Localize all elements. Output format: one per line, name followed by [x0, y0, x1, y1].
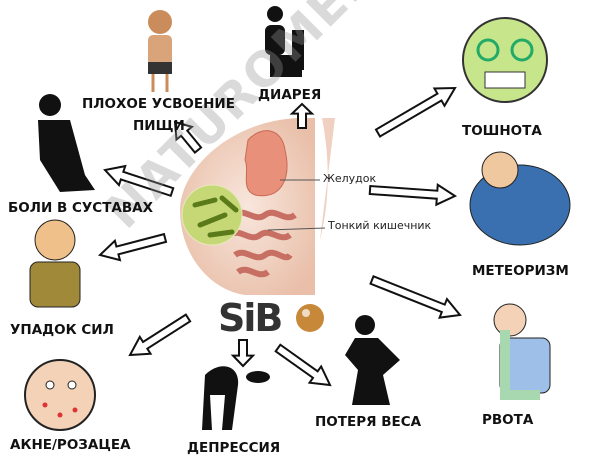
label-diarrhea: ДИАРЕЯ	[258, 87, 322, 103]
arrow	[173, 120, 203, 154]
arrow	[368, 182, 458, 207]
depressed-person-icon	[202, 366, 270, 430]
bloated-person-icon	[469, 151, 571, 246]
arrow	[369, 274, 462, 319]
arrow	[128, 313, 192, 357]
label-joint-pain: БОЛИ В СУСТАВАХ	[8, 200, 153, 216]
nausea-face-icon	[462, 17, 548, 103]
slim-woman-icon	[345, 315, 400, 405]
small-intestine-organ	[228, 209, 297, 278]
label-fatigue: УПАДОК СИЛ	[10, 322, 114, 338]
label-bloating: МЕТЕОРИЗМ	[472, 263, 569, 279]
arrow	[374, 86, 457, 138]
label-malabsorption-2: ПИЩИ	[133, 118, 185, 134]
label-malabsorption: ПЛОХОЕ УСВОЕНИЕ	[82, 96, 235, 112]
toilet-person-icon	[265, 6, 304, 77]
tired-person-icon	[29, 219, 81, 308]
acne-face-icon	[24, 359, 96, 431]
arrow	[289, 102, 315, 129]
label-depression: ДЕПРЕССИЯ	[187, 440, 281, 456]
label-acne: АКНЕ/РОЗАЦЕА	[10, 437, 131, 453]
label-vomiting: РВОТА	[482, 412, 534, 428]
malnourished-person-icon	[148, 10, 172, 92]
stomach-organ	[244, 130, 288, 197]
arrow	[230, 339, 256, 368]
arrows	[98, 86, 462, 387]
label-stomach: Желудок	[323, 172, 377, 185]
label-small-intestine: Тонкий кишечник	[328, 219, 432, 232]
sibo-logo: SiB	[218, 296, 283, 340]
sibo-logo-circle	[296, 304, 324, 332]
intestine-pointer	[267, 227, 326, 231]
arrow	[98, 232, 168, 262]
label-nausea: ТОШНОТА	[462, 123, 542, 139]
vomiting-person-icon	[493, 303, 551, 400]
label-weight-loss: ПОТЕРЯ ВЕСА	[315, 414, 422, 430]
joint-pain-person-icon	[38, 94, 95, 192]
arrow	[103, 164, 175, 198]
arrow	[274, 343, 332, 387]
